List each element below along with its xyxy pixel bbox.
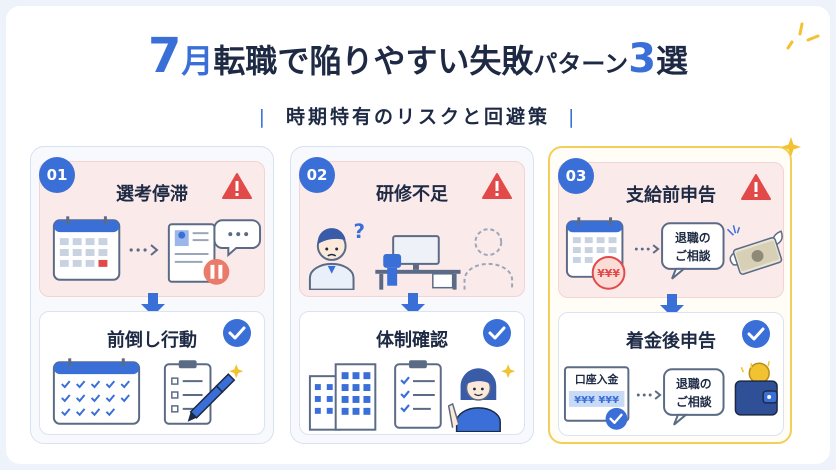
title-number: 7 [147, 28, 182, 84]
pattern-column-2: 02 研修不足 ? [290, 146, 534, 444]
office-building-icon [308, 363, 377, 431]
wallet-icon [734, 361, 778, 416]
calendar-icon [565, 217, 624, 278]
pen-icon [187, 373, 236, 422]
bubble-text-line2: ご相談 [675, 249, 711, 263]
resignation-consult-bubble: 退職の ご相談 [663, 368, 725, 426]
subtitle-text: 時期特有のリスクと回避策 [285, 106, 550, 128]
resignation-consult-bubble: 退職の ご相談 [661, 222, 725, 280]
problem-title: 研修不足 [376, 184, 448, 205]
subtitle-bar-left: | [258, 106, 268, 128]
speech-bubble-icon [213, 219, 262, 258]
empty-desk-icon [375, 235, 461, 290]
down-arrow-icon [141, 293, 165, 316]
resume-document-icon [167, 223, 216, 283]
checklist-clipboard-icon [394, 360, 442, 429]
structure-check-illustration [308, 360, 516, 432]
warning-triangle-icon [482, 173, 512, 199]
question-mark-icon: ? [354, 220, 366, 243]
check-circle-icon [483, 319, 511, 347]
confused-person-icon [308, 228, 355, 290]
check-circle-icon [223, 319, 251, 347]
lack-of-training-illustration: ? [308, 220, 514, 290]
solution-title: 体制確認 [376, 330, 448, 351]
pause-icon [203, 258, 230, 285]
solution-title: 前倒し行動 [107, 330, 197, 351]
page-subtitle: | 時期特有のリスクと回避策 | [0, 102, 836, 129]
pattern-column-1: 01 選考停滞 [30, 146, 274, 444]
pattern-column-3: 03 支給前申告 ¥¥¥ [548, 146, 792, 444]
dotted-arrow-icon [129, 244, 159, 256]
deposit-amount: ¥¥¥ ¥¥¥ [574, 395, 619, 406]
problem-panel: 研修不足 ? [299, 161, 525, 297]
pattern-number-badge: 01 [39, 157, 75, 193]
pattern-number-badge: 02 [299, 157, 335, 193]
bubble-text-line1: 退職の [676, 377, 712, 391]
title-count: 3 [628, 36, 657, 82]
solution-panel: 前倒し行動 [39, 311, 265, 435]
warning-triangle-icon [741, 174, 771, 200]
down-arrow-icon [660, 294, 684, 317]
sparkle-icon [229, 364, 244, 379]
absent-mentor-outline-icon [463, 228, 514, 290]
down-arrow-icon [401, 293, 425, 316]
calendar-icon [52, 216, 121, 281]
title-suffix: 選 [656, 42, 689, 80]
subtitle-bar-right: | [568, 106, 578, 128]
warning-triangle-icon [222, 173, 252, 199]
problem-title: 支給前申告 [626, 185, 716, 206]
bubble-text-line2: ご相談 [676, 395, 712, 409]
title-month: 月 [181, 42, 214, 80]
deposit-label: 口座入金 [575, 372, 620, 386]
bubble-text-line1: 退職の [675, 231, 711, 245]
sparkle-icon [781, 137, 801, 157]
check-circle-icon [742, 320, 770, 348]
bank-deposit-card: 口座入金 ¥¥¥ ¥¥¥ [563, 366, 630, 430]
coin-yen-text: ¥¥¥ [597, 267, 620, 280]
dotted-arrow-icon [636, 390, 662, 400]
problem-title: 選考停滞 [116, 184, 188, 205]
problem-panel: 選考停滞 [39, 161, 265, 297]
sparkle-icon [501, 364, 516, 379]
sparkle-icon [786, 22, 820, 50]
dotted-arrow-icon [634, 244, 660, 254]
checklist-clipboard-icon [163, 360, 212, 425]
pointing-woman-icon [447, 368, 501, 432]
pattern-number-badge: 03 [558, 158, 594, 194]
solution-panel: 着金後申告 口座入金 ¥¥¥ ¥¥¥ 退職の ご相談 [558, 312, 784, 436]
problem-panel: 支給前申告 ¥¥¥ [558, 162, 784, 298]
post-deposit-notice-illustration: 口座入金 ¥¥¥ ¥¥¥ 退職の ご相談 [563, 361, 778, 430]
pre-bonus-notice-illustration: ¥¥¥ 退職の ご相談 [565, 217, 783, 290]
solution-title: 着金後申告 [626, 331, 716, 352]
early-action-illustration [52, 358, 244, 425]
page-title: 7月転職で陥りやすい失敗パターン3選 [0, 28, 836, 84]
title-small: パターン [533, 50, 629, 78]
title-main: 転職で陥りやすい失敗 [213, 42, 534, 80]
checked-calendar-icon [52, 358, 141, 425]
stalled-selection-illustration [52, 216, 262, 285]
solution-panel: 体制確認 [299, 311, 525, 435]
yen-coin-icon: ¥¥¥ [591, 255, 626, 290]
flying-money-icon [726, 225, 783, 275]
